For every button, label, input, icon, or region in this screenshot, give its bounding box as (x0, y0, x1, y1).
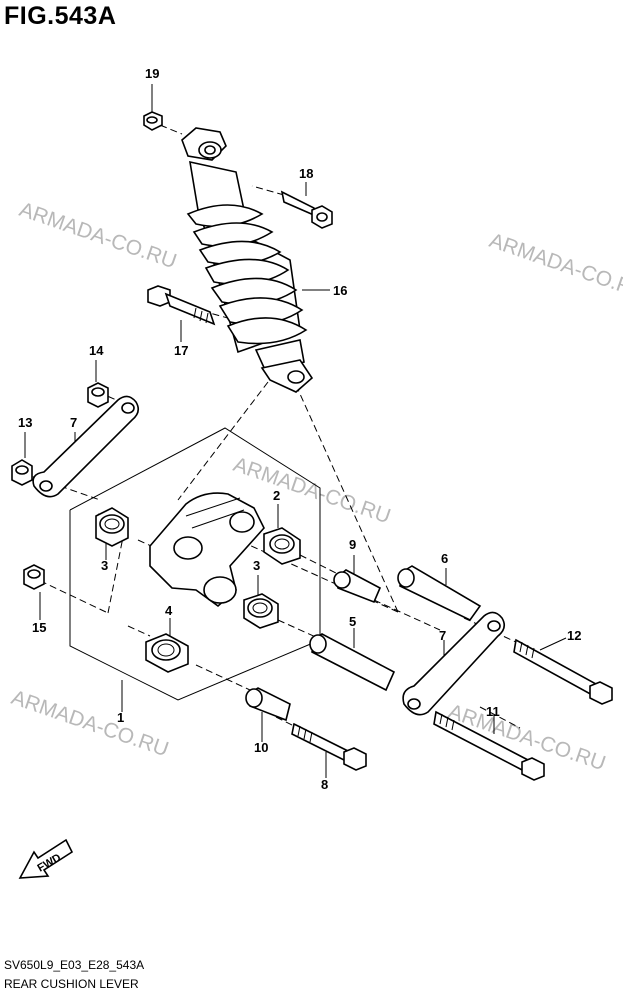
fwd-label: FWD (36, 852, 64, 875)
callout-7-right: 7 (439, 628, 446, 643)
nut-19 (143, 111, 163, 131)
cushion-rod-7-upper (32, 395, 140, 498)
bolt-17 (147, 285, 216, 326)
watermark: ARMADA-CO.RU (8, 686, 171, 761)
callout-10: 10 (254, 740, 268, 755)
callout-3-left: 3 (101, 558, 108, 573)
callout-6: 6 (441, 551, 448, 566)
figure-title: FIG.543A (4, 2, 117, 30)
bearing-3-left (95, 507, 129, 547)
callout-12: 12 (567, 628, 581, 643)
callout-1: 1 (117, 710, 124, 725)
watermarks: ARMADA-CO.RU ARMADA-CO.RU ARMADA-CO.RU A… (8, 198, 623, 775)
callout-5: 5 (349, 614, 356, 629)
bearing-3-right (243, 593, 279, 629)
callout-16: 16 (333, 283, 347, 298)
figure-code: SV650L9_E03_E28_543A (4, 958, 145, 972)
callout-18: 18 (299, 166, 313, 181)
nut-14 (87, 382, 109, 408)
callout-13: 13 (18, 415, 32, 430)
bearing-2 (263, 527, 301, 565)
callout-2: 2 (273, 488, 280, 503)
watermark: ARMADA-CO.RU (486, 229, 623, 304)
watermark: ARMADA-CO.RU (16, 198, 179, 273)
collar-5 (309, 633, 396, 692)
cushion-rod-7-right (402, 611, 506, 716)
spacer-10 (245, 687, 291, 722)
bearing-4 (145, 633, 189, 673)
figure-name: REAR CUSHION LEVER (4, 977, 139, 991)
callout-8: 8 (321, 777, 328, 792)
bolt-12 (513, 638, 613, 705)
callout-15: 15 (32, 620, 46, 635)
forward-direction-arrow: FWD (18, 838, 74, 879)
callout-numbers: 19 18 16 17 14 13 7 2 3 3 9 6 4 5 15 7 1… (18, 66, 581, 792)
cushion-lever-1 (149, 492, 265, 608)
bolt-8 (291, 722, 367, 771)
callout-3-right: 3 (253, 558, 260, 573)
bolt-18 (280, 190, 333, 229)
callout-11: 11 (486, 704, 500, 719)
callout-14: 14 (89, 343, 104, 358)
bolt-11 (433, 710, 545, 781)
spacer-9 (333, 569, 382, 604)
nut-15 (23, 564, 45, 590)
callout-7-upper: 7 (70, 415, 77, 430)
nut-13 (11, 459, 33, 486)
callout-9: 9 (349, 537, 356, 552)
callout-17: 17 (174, 343, 188, 358)
collar-6 (397, 565, 482, 622)
callout-19: 19 (145, 66, 159, 81)
callout-4: 4 (165, 603, 173, 618)
rear-shock-absorber-16 (181, 127, 314, 393)
